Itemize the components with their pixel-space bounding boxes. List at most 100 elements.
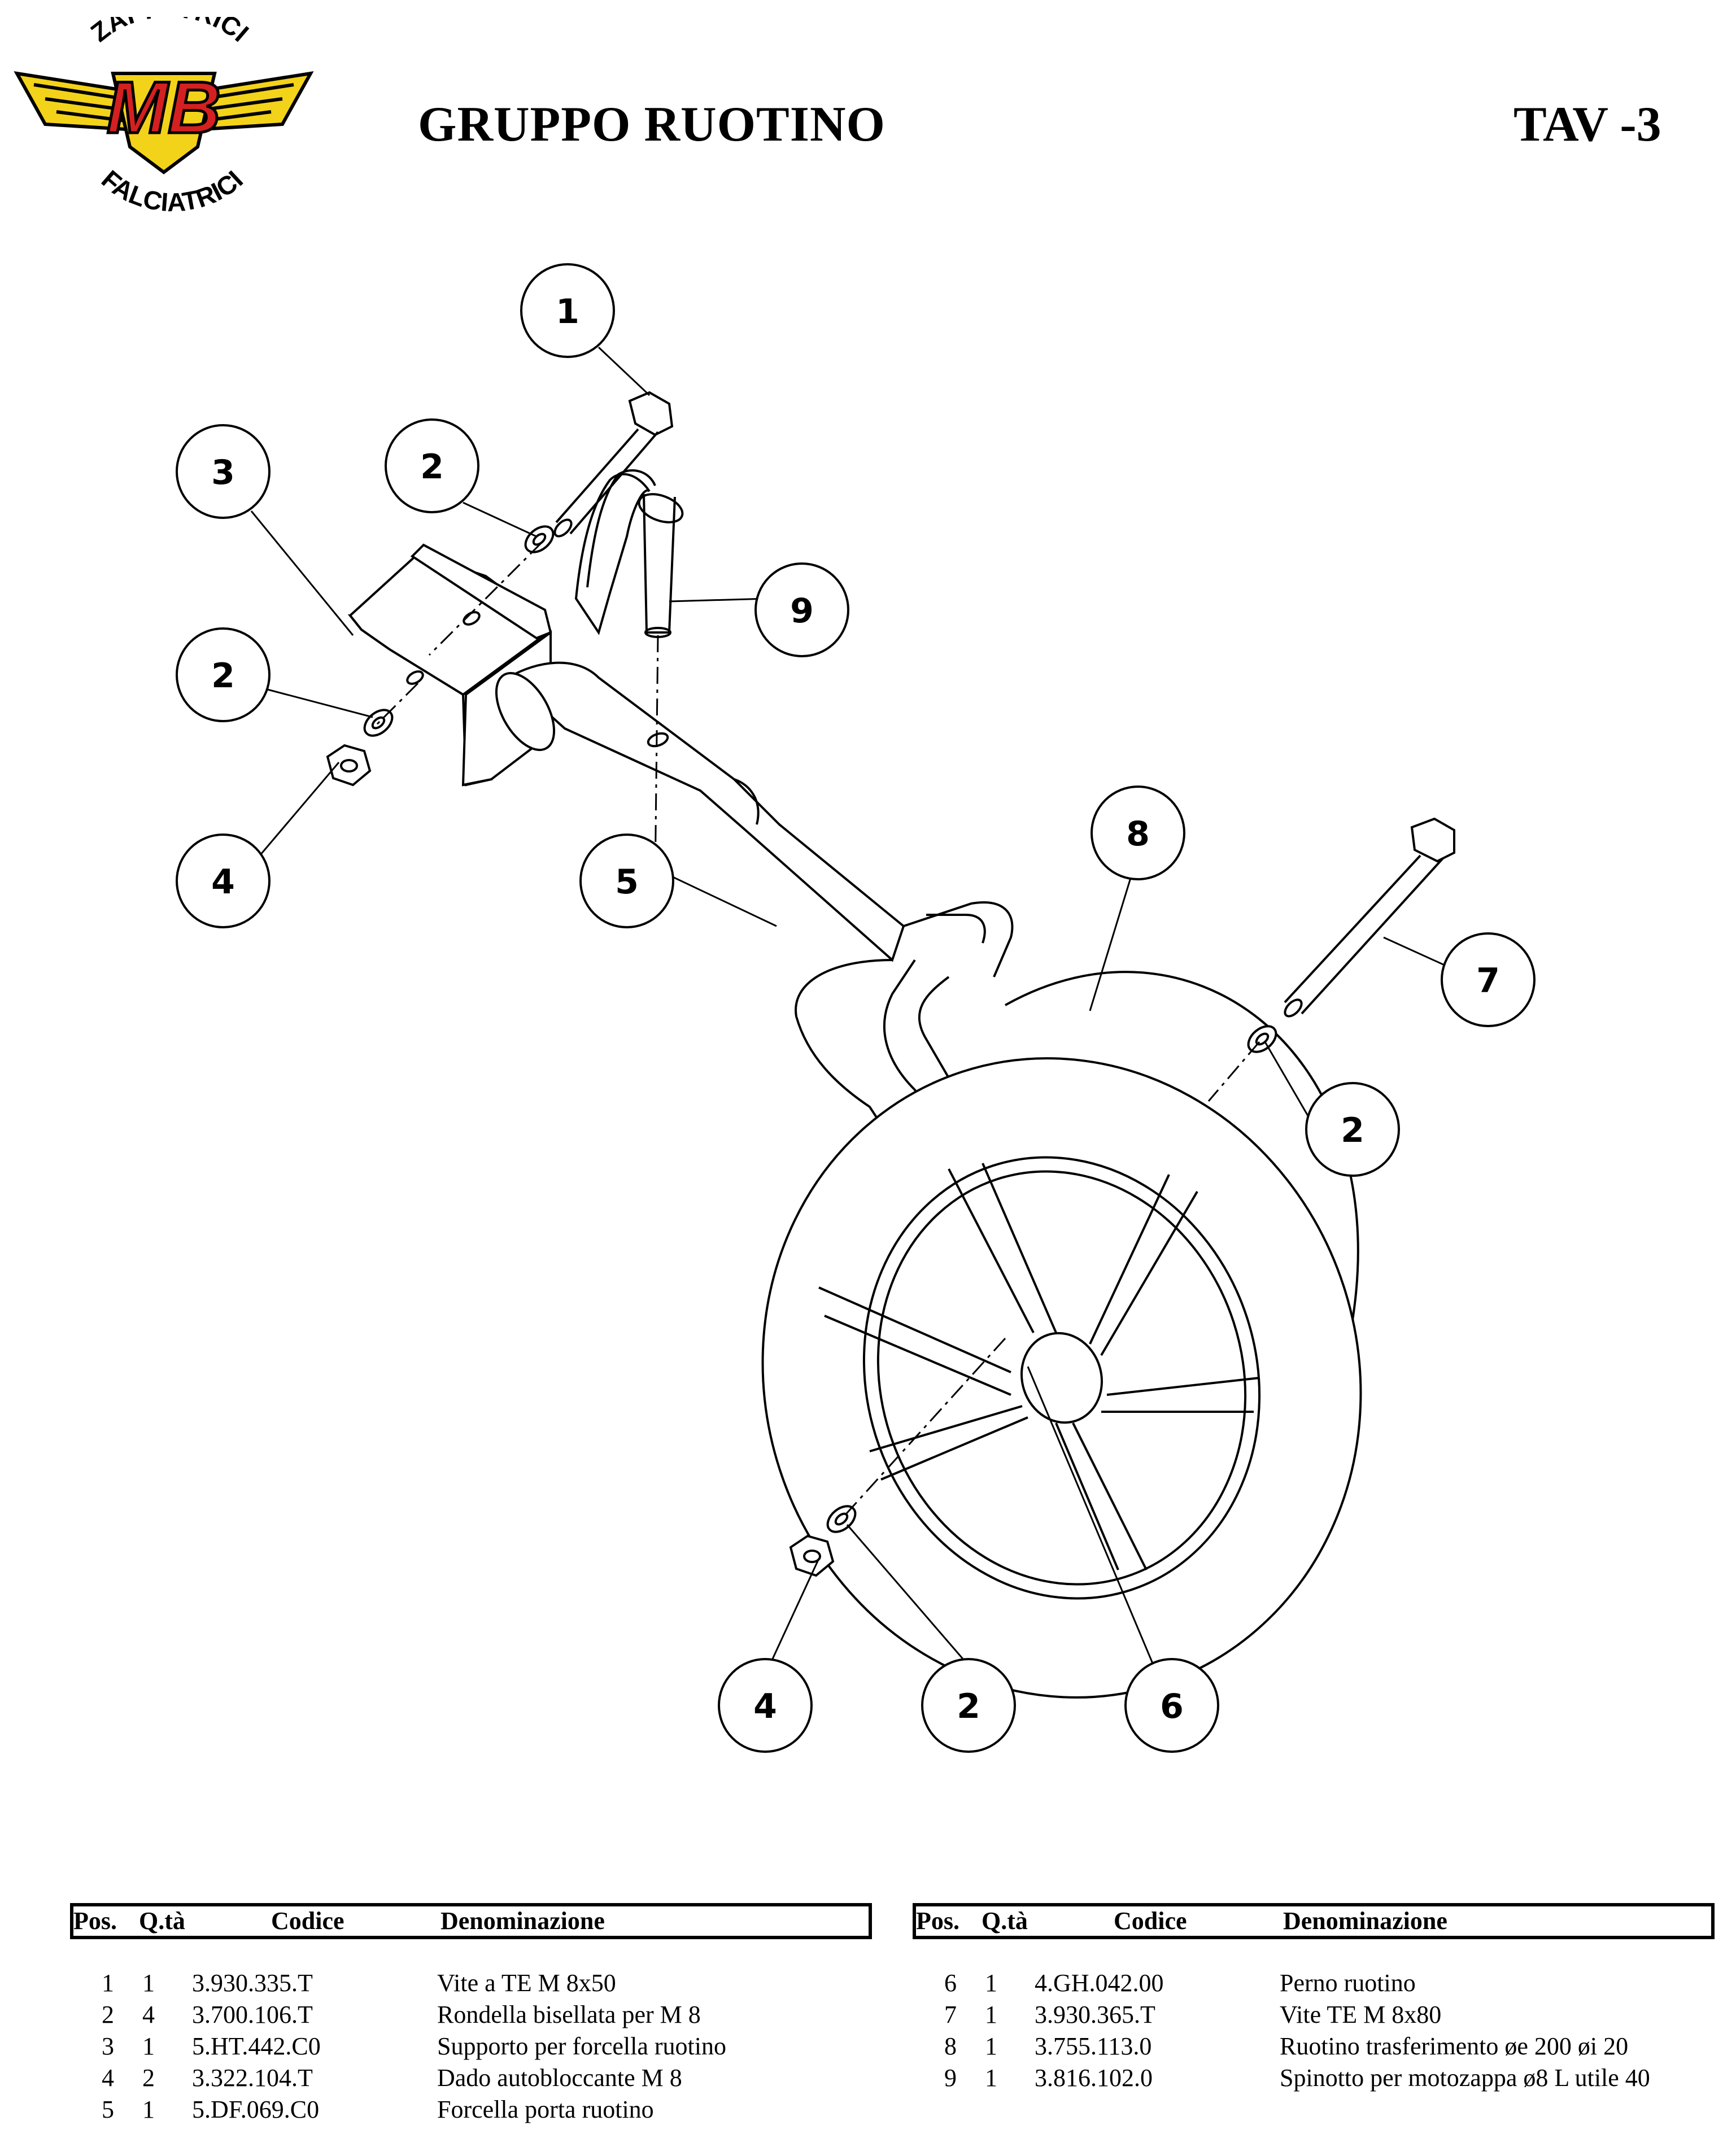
cell-qta: 1 (985, 2001, 997, 2028)
shield-icon (111, 72, 217, 174)
header-pos: Pos. (916, 1907, 959, 1935)
cell-codice: 5.HT.442.C0 (192, 2032, 321, 2060)
callout-circle (718, 1658, 813, 1753)
cell-qta: 1 (985, 2064, 997, 2092)
cell-qta: 4 (142, 2001, 155, 2028)
callout-circle (921, 1658, 1016, 1753)
table-row: 7 1 3.930.365.T Vite TE M 8x80 (913, 1999, 1715, 2031)
callout-number: 2 (1341, 1111, 1364, 1150)
callout-number: 4 (753, 1687, 777, 1726)
cell-denominazione: Spinotto per motozappa ø8 L utile 40 (1280, 2064, 1650, 2092)
header-codice: Codice (1114, 1907, 1187, 1935)
brand-logo: MB ZAPPATRICI FALCIATRICI (14, 17, 314, 217)
cell-qta: 1 (142, 2096, 155, 2123)
table-id: TAV -3 (1513, 97, 1661, 152)
svg-text:FALCIATRICI: FALCIATRICI (96, 164, 248, 217)
callout-number: 2 (211, 656, 235, 696)
cell-pos: 1 (102, 1969, 114, 1997)
cell-codice: 3.930.365.T (1035, 2001, 1155, 2028)
axis-lines (372, 541, 1260, 1520)
callout-circle (1441, 932, 1536, 1027)
cell-pos: 8 (944, 2032, 957, 2060)
callout-number: 4 (211, 862, 235, 902)
cell-codice: 3.755.113.0 (1035, 2032, 1152, 2060)
callout-number: 1 (556, 292, 579, 331)
cell-denominazione: Vite TE M 8x80 (1280, 2001, 1442, 2028)
callout-circle (176, 627, 271, 722)
table-header: Pos. Q.tà Codice Denominazione (913, 1903, 1715, 1939)
cell-pos: 4 (102, 2064, 114, 2092)
page-title: GRUPPO RUOTINO (418, 97, 886, 152)
header-denominazione: Denominazione (1283, 1907, 1447, 1935)
bolt-m8x80 (1284, 817, 1455, 1018)
cell-qta: 1 (985, 1969, 997, 1997)
callout-circle (579, 834, 674, 928)
table-row: 5 1 5.DF.069.C0 Forcella porta ruotino (70, 2094, 872, 2126)
nut-icon (326, 744, 835, 1577)
table-header: Pos. Q.tà Codice Denominazione (70, 1903, 872, 1939)
callout-circle (1091, 786, 1185, 880)
callout-number: 2 (957, 1687, 980, 1726)
cell-codice: 3.930.335.T (192, 1969, 313, 1997)
cell-pos: 6 (944, 1969, 957, 1997)
callout-number: 8 (1126, 814, 1150, 854)
logo-center-text: MB (107, 66, 221, 149)
cell-pos: 9 (944, 2064, 957, 2092)
cell-pos: 5 (102, 2096, 114, 2123)
header-qta: Q.tà (139, 1907, 185, 1935)
callout-circle (1305, 1082, 1400, 1177)
cell-codice: 3.322.104.T (192, 2064, 313, 2092)
wheel-ruotino (761, 971, 1362, 1699)
cell-qta: 1 (142, 2032, 155, 2060)
leader-lines (250, 346, 1446, 1669)
cell-denominazione: Vite a TE M 8x50 (437, 1969, 616, 1997)
callout-circle (520, 263, 615, 358)
cell-pos: 3 (102, 2032, 114, 2060)
callout-circle (176, 834, 271, 928)
callout-number: 6 (1160, 1687, 1184, 1726)
cell-denominazione: Supporto per forcella ruotino (437, 2032, 726, 2060)
cell-codice: 4.GH.042.00 (1035, 1969, 1164, 1997)
cell-qta: 1 (142, 1969, 155, 1997)
logo-bottom-text: FALCIATRICI (96, 164, 248, 217)
callout-number: 2 (420, 447, 444, 487)
header-codice: Codice (271, 1907, 344, 1935)
cell-codice: 3.816.102.0 (1035, 2064, 1153, 2092)
wing-icon (14, 71, 314, 132)
logo-top-text: ZAPPATRICI (85, 17, 255, 47)
callout-circle (176, 424, 271, 519)
callout-number: 5 (615, 862, 639, 902)
support-bracket (347, 543, 552, 787)
pin-spinotto (574, 469, 684, 638)
callout-number: 3 (211, 453, 235, 492)
callout-number: 7 (1476, 961, 1500, 1001)
cell-qta: 2 (142, 2064, 155, 2092)
callout-circle (385, 418, 479, 513)
header-pos: Pos. (73, 1907, 117, 1935)
cell-qta: 1 (985, 2032, 997, 2060)
cell-denominazione: Dado autobloccante M 8 (437, 2064, 682, 2092)
header-qta: Q.tà (982, 1907, 1028, 1935)
header-denominazione: Denominazione (440, 1907, 605, 1935)
callout-circle (1124, 1658, 1219, 1753)
cell-denominazione: Rondella bisellata per M 8 (437, 2001, 701, 2028)
cell-denominazione: Perno ruotino (1280, 1969, 1416, 1997)
cell-codice: 3.700.106.T (192, 2001, 313, 2028)
cell-pos: 2 (102, 2001, 114, 2028)
cell-denominazione: Forcella porta ruotino (437, 2096, 654, 2123)
callout-circle (754, 562, 849, 657)
cell-denominazione: Ruotino trasferimento øe 200 øi 20 (1280, 2032, 1629, 2060)
cell-codice: 5.DF.069.C0 (192, 2096, 320, 2123)
cell-pos: 7 (944, 2001, 957, 2028)
svg-text:ZAPPATRICI: ZAPPATRICI (85, 17, 255, 47)
